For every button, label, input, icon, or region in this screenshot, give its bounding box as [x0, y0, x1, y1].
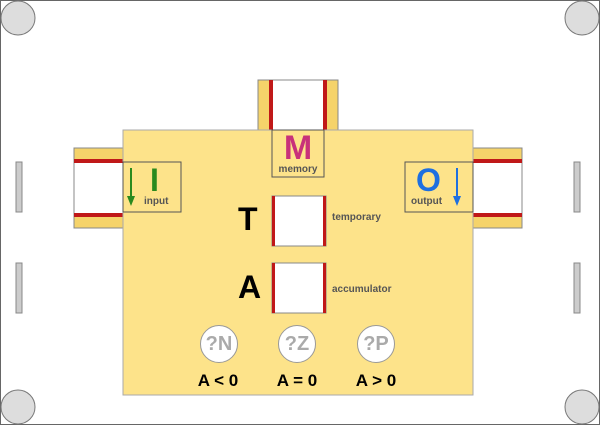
flag-zero-condition: A = 0 [276, 371, 318, 390]
temporary-label: temporary [332, 212, 381, 223]
accumulator-register [271, 262, 327, 314]
screw-top-left [0, 0, 36, 36]
accumulator-letter: A [238, 269, 262, 305]
memory-port [257, 79, 339, 131]
screw-bottom-right [564, 389, 600, 425]
input-port [73, 147, 125, 229]
memory-label: memory [278, 164, 318, 175]
output-label: output [411, 196, 443, 207]
temporary-register [271, 195, 327, 247]
input-box [122, 161, 182, 213]
input-letter: I [150, 162, 159, 198]
screw-top-right [564, 0, 600, 36]
flag-positive-badge: ?P [357, 325, 395, 363]
slot-right-bottom [573, 262, 581, 314]
flag-negative-badge: ?N [200, 325, 238, 363]
flag-negative-condition: A < 0 [197, 371, 239, 390]
input-label: input [144, 196, 169, 207]
memory-box [271, 129, 325, 178]
flag-zero-badge: ?Z [278, 325, 316, 363]
slot-right-top [573, 161, 581, 213]
output-port [471, 147, 523, 229]
flag-positive-condition: A > 0 [355, 371, 397, 390]
memory-letter: M [283, 129, 313, 167]
slot-left-bottom [15, 262, 23, 314]
down-arrow-icon [127, 168, 135, 206]
slot-left-top [15, 161, 23, 213]
screw-bottom-left [0, 389, 36, 425]
accumulator-label: accumulator [332, 284, 392, 295]
output-box [404, 161, 474, 213]
temporary-letter: T [238, 201, 258, 237]
output-letter: O [416, 162, 441, 198]
down-arrow-icon [453, 168, 461, 206]
